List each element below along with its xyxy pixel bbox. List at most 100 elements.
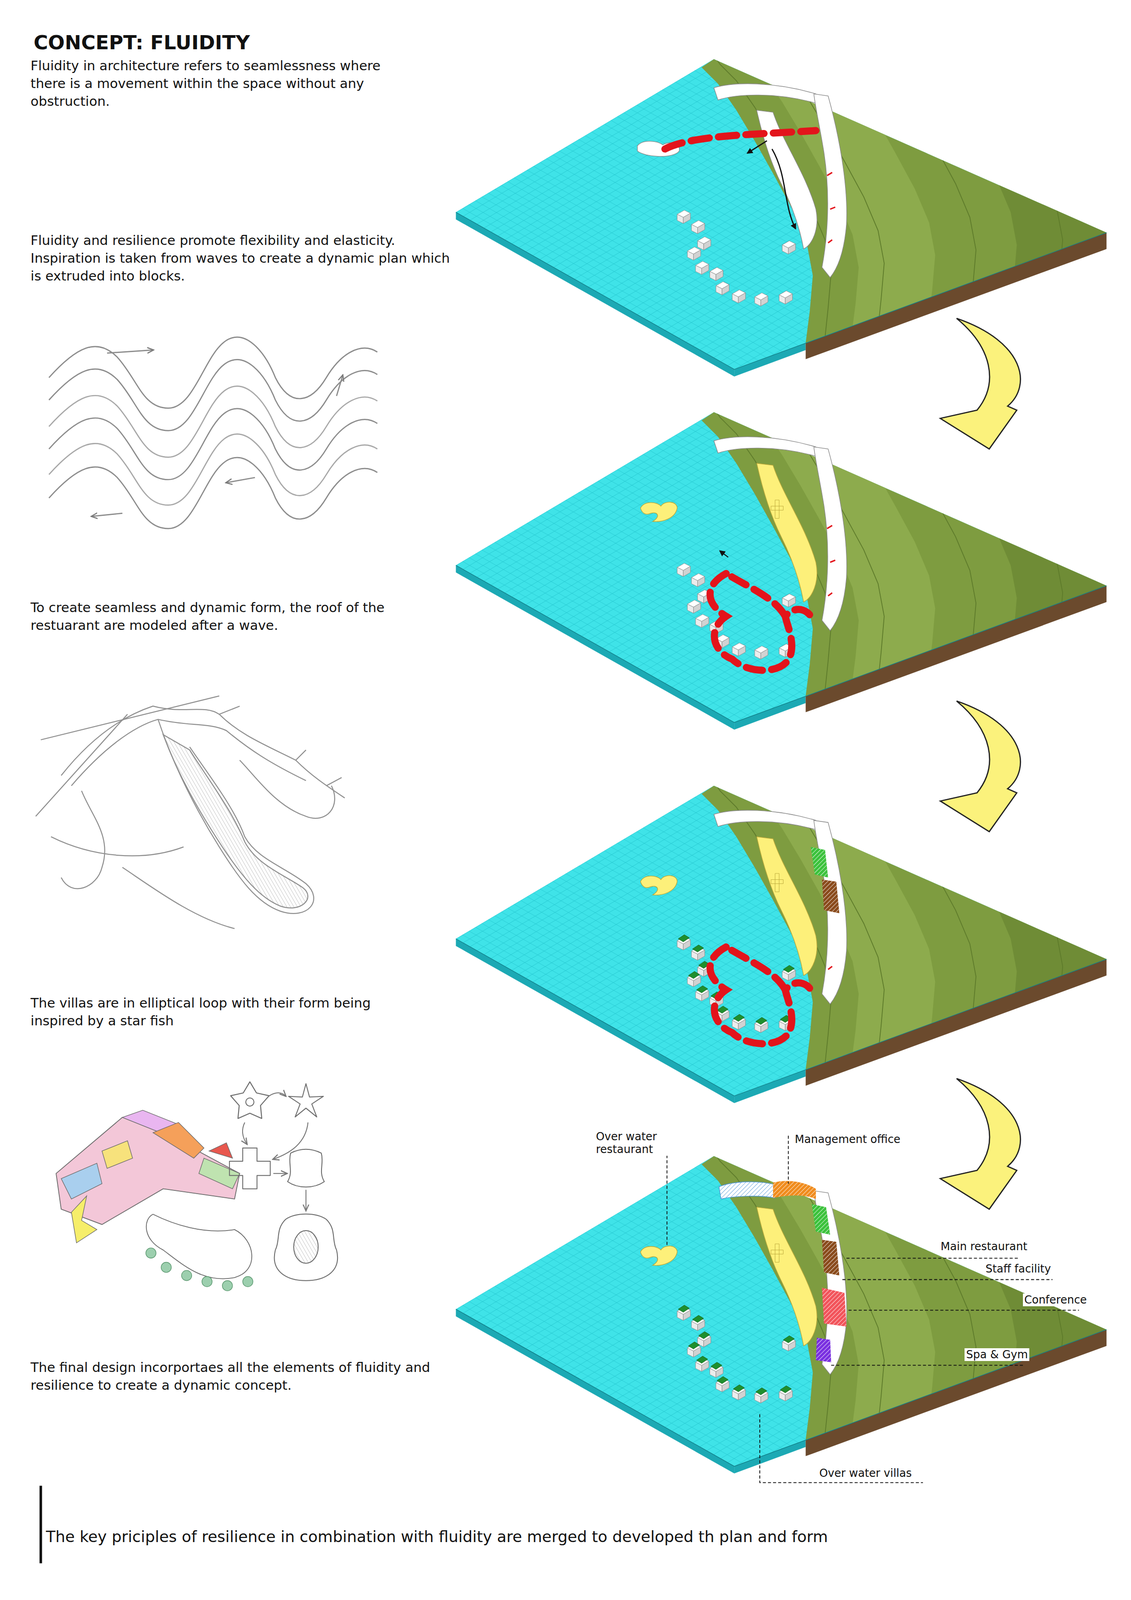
roof-sketch <box>35 714 128 817</box>
leader-line <box>759 1414 924 1483</box>
form-sketch <box>242 1276 253 1287</box>
process-arrow <box>940 1078 1021 1209</box>
text-slot: Fluidity in architecture refers to seaml… <box>30 57 405 111</box>
roof-sketch <box>40 695 219 740</box>
roof-sketch <box>239 760 335 819</box>
callout-label: Main restaurant <box>939 1239 1029 1253</box>
site-block-4 <box>719 1181 776 1199</box>
text-slot: Over water villas <box>817 1466 955 1480</box>
form-sketch <box>208 1142 233 1159</box>
site-block-3 <box>814 820 847 1005</box>
form-sketch <box>273 1122 308 1160</box>
site-block-3 <box>821 879 840 914</box>
site-block-4 <box>821 1239 840 1276</box>
site-block-4 <box>677 1304 796 1403</box>
form-sketch <box>245 1097 255 1106</box>
form-sketch <box>102 1140 133 1168</box>
site-block-2 <box>814 446 847 631</box>
site-block-1 <box>677 210 796 307</box>
wave-sketch <box>48 337 378 529</box>
form-sketch <box>146 1214 252 1279</box>
roof-sketch <box>122 867 235 929</box>
site-block-4 <box>821 1239 840 1276</box>
callout-label: Conference <box>1022 1293 1089 1307</box>
site-block-3 <box>810 846 829 878</box>
form-sketch <box>56 1081 338 1291</box>
site-block-2 <box>456 366 1109 730</box>
roof-sketch <box>163 734 308 908</box>
site-block-1 <box>747 140 767 154</box>
site-block-4 <box>756 1207 817 1346</box>
text-slot: CONCEPT: FLUIDITY <box>33 30 490 55</box>
form-sketch <box>181 1270 192 1281</box>
site-block-3 <box>821 879 840 914</box>
form-sketch <box>229 1147 270 1189</box>
callout-label: Spa & Gym <box>964 1348 1029 1361</box>
form-sketch <box>230 1081 270 1119</box>
site-block-4 <box>821 1287 847 1327</box>
callout-label: Management office <box>793 1132 903 1146</box>
form-sketch <box>269 1092 286 1096</box>
text-slot: To create seamless and dynamic form, the… <box>30 598 428 635</box>
site-block-1 <box>456 13 1109 377</box>
wave-sketch <box>91 513 123 517</box>
form-sketch <box>242 1122 247 1144</box>
site-block-1 <box>664 130 816 149</box>
site-block-3 <box>756 836 817 976</box>
description-text: To create seamless and dynamic form, the… <box>30 598 428 635</box>
site-block-4 <box>815 1337 832 1363</box>
roof-sketch <box>35 695 345 929</box>
site-block-2 <box>456 366 1109 730</box>
site-block-3 <box>713 810 816 830</box>
site-block-2 <box>756 463 817 602</box>
site-block-2 <box>771 499 784 519</box>
site-block-4 <box>456 1110 1109 1474</box>
form-sketch <box>273 1172 287 1174</box>
site-block-4 <box>771 1243 784 1262</box>
text-slot: Main restaurant <box>939 1239 1077 1253</box>
roof-sketch <box>61 790 105 889</box>
leader-line <box>848 1309 1080 1311</box>
form-sketch <box>202 1276 213 1287</box>
form-sketch <box>152 1122 204 1158</box>
leader-line <box>663 1135 1080 1483</box>
caption-text: The key priciples of resilience in combi… <box>46 1526 1095 1547</box>
site-block-3 <box>710 946 811 1044</box>
wave-sketch <box>336 375 343 396</box>
form-sketch <box>287 1149 325 1188</box>
text-slot: Over water restaurant <box>594 1130 668 1156</box>
site-block-1 <box>713 83 816 104</box>
form-sketch <box>71 1195 98 1243</box>
callout-label: Over water villas <box>817 1466 914 1480</box>
text-slot: Staff facility <box>984 1262 1112 1276</box>
leader-line <box>788 1135 789 1184</box>
site-block-3 <box>828 966 833 970</box>
site-block-4 <box>640 1245 678 1266</box>
site-block-1 <box>772 149 796 229</box>
description-text: Fluidity and resilience promote flexibil… <box>30 231 451 286</box>
wave-sketch <box>226 477 255 483</box>
description-text: The villas are in elliptical loop with t… <box>30 994 396 1030</box>
site-block-4 <box>719 1181 776 1199</box>
page-title: CONCEPT: FLUIDITY <box>33 30 490 55</box>
site-block-4 <box>821 1287 847 1327</box>
leader-line <box>831 1364 1023 1366</box>
text-slot: Conference <box>1022 1293 1124 1307</box>
description-text: The final design incorportaes all the el… <box>30 1358 441 1395</box>
site-block-2 <box>720 550 729 557</box>
form-sketch <box>198 1157 240 1189</box>
site-block-4 <box>773 1180 816 1199</box>
leader-line <box>846 1257 1020 1259</box>
text-slot: The final design incorportaes all the el… <box>30 1358 441 1395</box>
text-slot: Spa & Gym <box>964 1348 1065 1361</box>
site-block-3 <box>810 846 829 878</box>
site-block-2 <box>710 573 811 670</box>
wave-sketch <box>107 349 154 353</box>
form-sketch <box>242 1092 309 1210</box>
roof-sketch <box>158 719 314 914</box>
roof-sketch <box>219 705 342 786</box>
site-block-3 <box>771 873 784 892</box>
description-text: Fluidity in architecture refers to seaml… <box>30 57 405 111</box>
site-block-4 <box>815 1337 832 1363</box>
site-block-2 <box>827 525 836 596</box>
